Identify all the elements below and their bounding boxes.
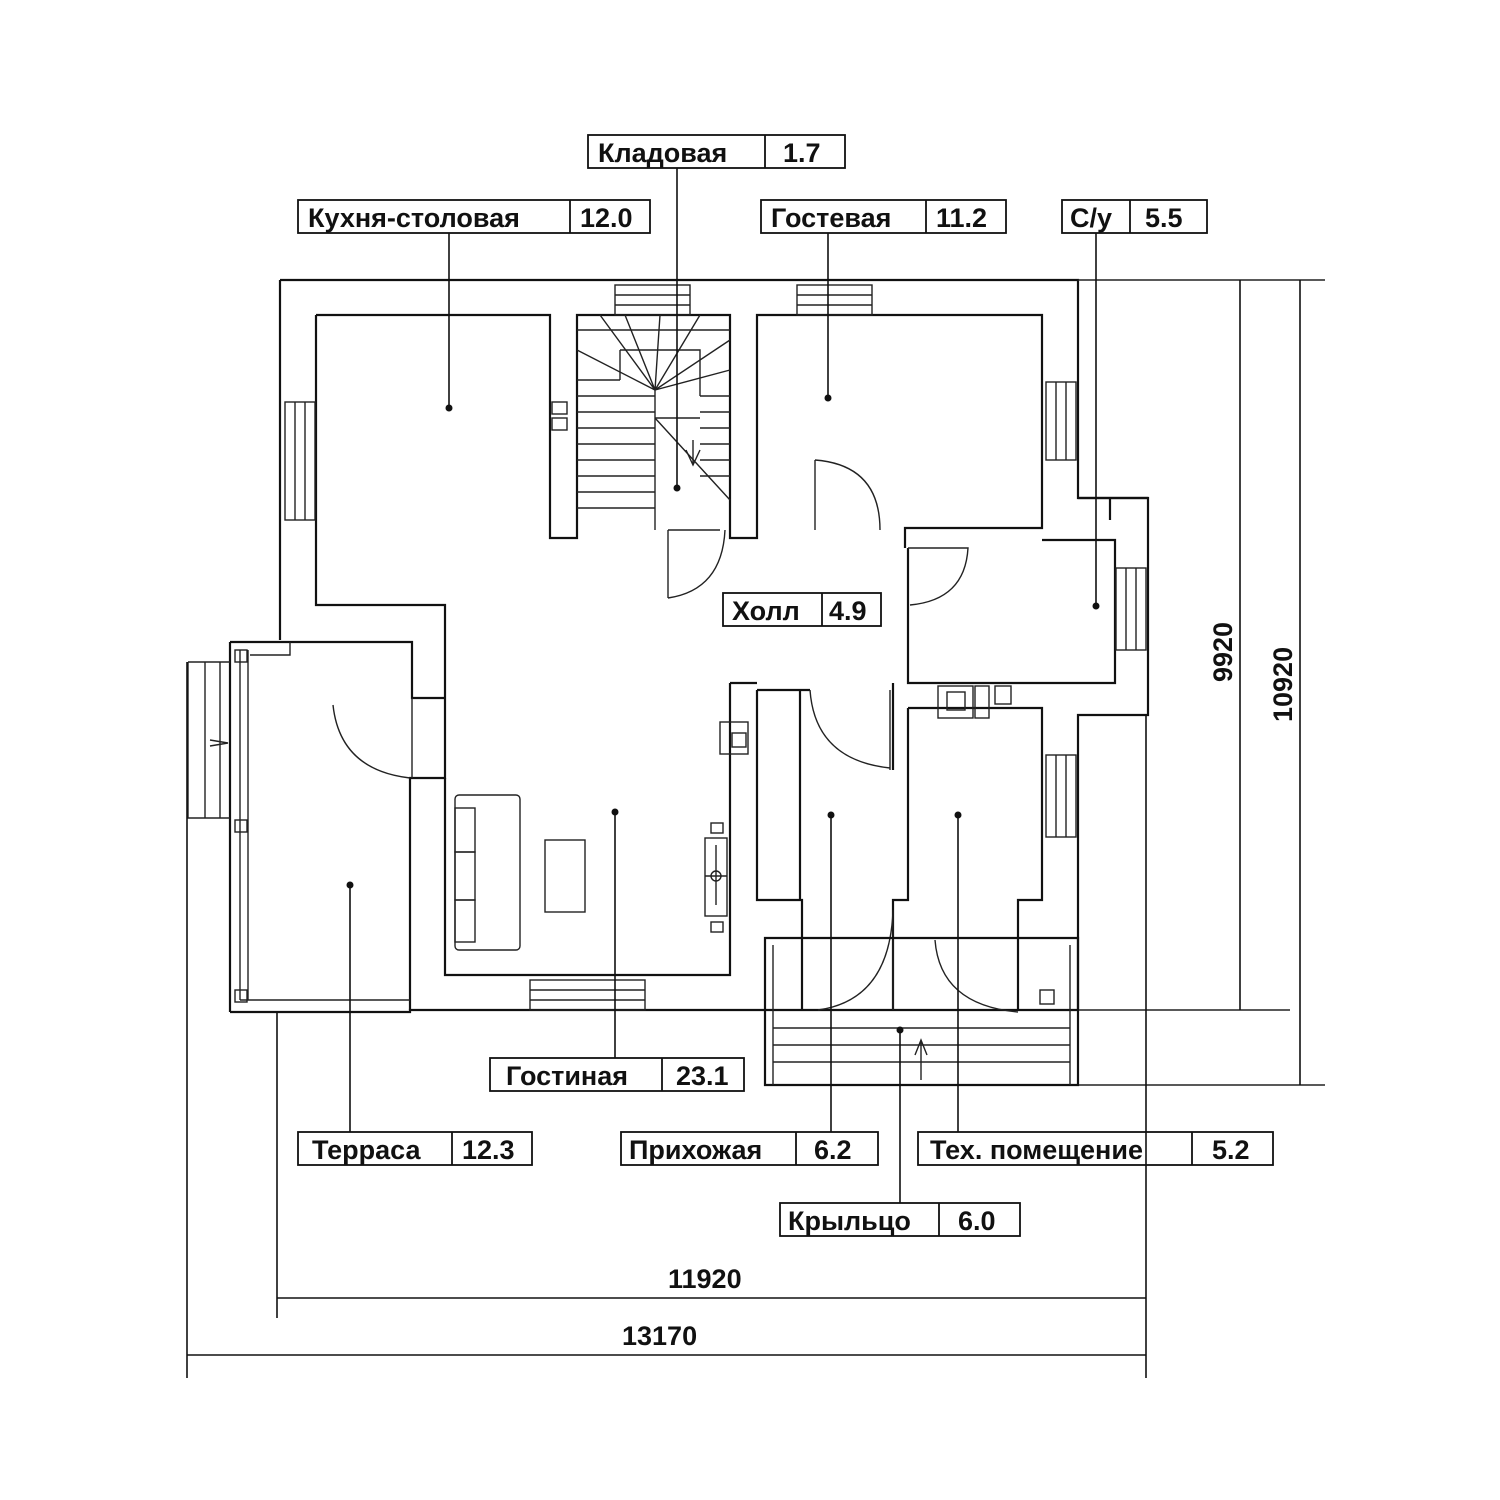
doors: [332, 417, 1019, 1013]
label-guest-name: Гостевая: [771, 203, 891, 233]
label-entrance-area: 6.2: [814, 1135, 852, 1165]
label-porch: Крыльцо 6.0: [779, 1202, 1021, 1237]
windows: [284, 284, 1147, 1011]
label-entrance: Прихожая 6.2: [620, 1131, 879, 1166]
label-hall-name: Холл: [732, 596, 800, 626]
label-bathroom-name: С/у: [1070, 203, 1112, 233]
label-guest: Гостевая 11.2: [760, 199, 1007, 234]
dimension-lines: 11920 13170 9920 10920: [186, 280, 1301, 1378]
label-porch-name: Крыльцо: [788, 1206, 911, 1236]
label-guest-area: 11.2: [936, 203, 987, 233]
dimension-width-inner: 11920: [668, 1264, 742, 1294]
label-hall: Холл 4.9: [722, 592, 882, 627]
label-utility-name: Тех. помещение: [930, 1135, 1143, 1165]
label-entrance-name: Прихожая: [629, 1135, 762, 1165]
label-kitchen-area: 12.0: [580, 203, 633, 233]
label-utility: Тех. помещение 5.2: [917, 1131, 1274, 1166]
label-terrace-area: 12.3: [462, 1135, 515, 1165]
label-terrace: Терраса 12.3: [297, 1131, 533, 1166]
label-bathroom: С/у 5.5: [1061, 199, 1208, 234]
exterior-walls: [187, 278, 1325, 1086]
room-labels: Кладовая 1.7 Кухня-столовая 12.0 Гостева…: [297, 134, 1274, 1237]
label-pantry: Кладовая 1.7: [587, 134, 846, 169]
furniture: [454, 401, 1012, 951]
leader-lines: [346, 168, 1100, 1203]
label-utility-area: 5.2: [1212, 1135, 1250, 1165]
dimension-height-inner: 9920: [1208, 622, 1238, 682]
label-living-area: 23.1: [676, 1061, 729, 1091]
label-porch-area: 6.0: [958, 1206, 996, 1236]
dimension-height-total: 10920: [1268, 647, 1298, 722]
label-terrace-name: Терраса: [312, 1135, 422, 1165]
label-kitchen: Кухня-столовая 12.0: [297, 199, 651, 234]
label-bathroom-area: 5.5: [1145, 203, 1183, 233]
label-living: Гостиная 23.1: [489, 1057, 745, 1092]
label-living-name: Гостиная: [506, 1061, 628, 1091]
porch: [763, 936, 1080, 1087]
label-hall-area: 4.9: [829, 596, 867, 626]
label-pantry-area: 1.7: [783, 138, 821, 168]
dimension-width-total: 13170: [622, 1321, 697, 1351]
label-kitchen-name: Кухня-столовая: [308, 203, 520, 233]
label-pantry-name: Кладовая: [598, 138, 727, 168]
staircase: [576, 314, 731, 530]
